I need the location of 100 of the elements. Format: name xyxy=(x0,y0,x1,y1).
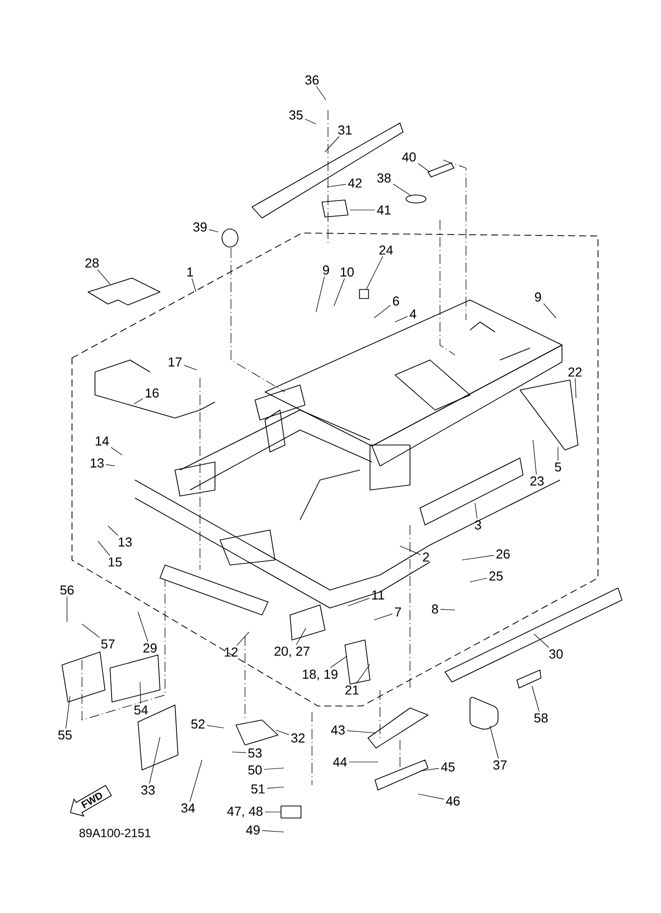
leader-line xyxy=(330,656,348,668)
callout-number: 6 xyxy=(393,296,400,306)
leader-line xyxy=(366,256,384,290)
leader-line xyxy=(418,163,430,172)
leader-line xyxy=(190,760,202,802)
leader-line xyxy=(82,624,100,638)
callout-number: 18, 19 xyxy=(302,670,338,680)
callout-number: 26 xyxy=(496,549,510,559)
leader-line xyxy=(208,229,218,232)
callout-number: 2 xyxy=(423,552,429,562)
callout-number: 52 xyxy=(191,719,205,729)
callout-number: 33 xyxy=(141,785,155,795)
leader-line xyxy=(296,628,306,646)
leader-line xyxy=(134,398,144,404)
callout-number: 47, 48 xyxy=(227,806,262,818)
callout-number: 13 xyxy=(90,458,104,468)
callout-number: 20, 27 xyxy=(274,646,310,658)
leader-line xyxy=(304,118,316,124)
leader-line xyxy=(264,768,284,770)
leader-line xyxy=(418,794,444,800)
callout-number: 57 xyxy=(101,639,115,649)
callout-number: 4 xyxy=(410,310,416,318)
part-number: 89A100-2151 xyxy=(79,828,150,838)
leader-line xyxy=(138,612,148,642)
leader-line xyxy=(110,447,122,456)
callout-number: 41 xyxy=(377,206,391,214)
leader-line xyxy=(324,136,340,152)
callout-number: 58 xyxy=(534,713,548,723)
callout-number: 50 xyxy=(248,765,262,775)
leader-line xyxy=(334,278,345,306)
leader-line xyxy=(316,276,325,312)
leader-line xyxy=(98,540,110,556)
leader-line xyxy=(462,555,494,560)
callout-number: 51 xyxy=(251,784,265,794)
leader-line xyxy=(276,730,290,735)
callout-number: 38 xyxy=(377,173,391,183)
callout-number: 32 xyxy=(291,733,305,743)
leader-line xyxy=(326,184,346,188)
bracket xyxy=(359,289,369,299)
leader-line xyxy=(534,634,550,648)
callout-number: 29 xyxy=(143,643,157,653)
leader-line xyxy=(206,725,224,728)
callout-number: 22 xyxy=(568,367,582,377)
bracket xyxy=(280,806,302,818)
callout-number: 36 xyxy=(305,75,319,85)
callout-number: 45 xyxy=(441,762,455,772)
leader-line xyxy=(532,440,537,475)
leader-line xyxy=(140,682,142,704)
callout-number: 30 xyxy=(549,649,563,659)
callout-number: 11 xyxy=(372,590,384,600)
callout-number: 39 xyxy=(193,222,207,232)
callout-number: 23 xyxy=(530,476,544,486)
leader-line xyxy=(374,304,391,318)
leader-line xyxy=(108,526,118,536)
callout-number: 42 xyxy=(348,178,362,188)
leader-line xyxy=(420,768,440,772)
callout-number: 15 xyxy=(108,557,122,567)
leader-line xyxy=(348,598,370,606)
leader-line xyxy=(149,736,160,784)
callout-number: 49 xyxy=(246,825,260,835)
leader-line xyxy=(106,464,116,466)
callout-number: 17 xyxy=(168,358,182,366)
callout-number: 25 xyxy=(489,571,503,581)
callout-number: 9 xyxy=(535,292,541,302)
leader-line xyxy=(392,184,411,196)
callout-number: 1 xyxy=(187,268,193,276)
callout-number: 53 xyxy=(248,748,262,758)
callout-number: 13 xyxy=(118,537,132,547)
leader-line xyxy=(400,546,421,555)
leader-line xyxy=(66,696,70,729)
callout-number: 21 xyxy=(345,685,359,695)
callout-number: 16 xyxy=(146,388,159,398)
leader-line xyxy=(574,378,576,398)
callout-number: 24 xyxy=(379,245,393,255)
callout-number: 43 xyxy=(331,725,345,735)
callout-number: 55 xyxy=(58,730,72,740)
callout-number: 8 xyxy=(432,604,438,614)
callout-number: 10 xyxy=(340,267,354,277)
leader-line xyxy=(316,86,326,100)
callout-number: 37 xyxy=(493,760,507,770)
washer xyxy=(406,194,426,204)
leader-line xyxy=(374,614,393,620)
callout-number: 14 xyxy=(96,436,109,446)
leader-line xyxy=(532,686,540,712)
leader-line xyxy=(440,608,456,610)
callout-number: 40 xyxy=(402,152,416,162)
leader-line xyxy=(262,830,284,832)
leader-line xyxy=(470,578,488,582)
leader-line xyxy=(490,726,499,759)
callout-number: 12 xyxy=(224,647,238,657)
leader-line xyxy=(97,269,110,284)
leader-line xyxy=(394,316,408,322)
leader-line xyxy=(66,596,68,622)
callout-number: 9 xyxy=(323,265,329,275)
callout-number: 5 xyxy=(554,462,562,472)
leader-line xyxy=(346,730,376,734)
leader-line xyxy=(184,365,198,370)
leader-line xyxy=(474,502,478,519)
leader-line xyxy=(232,752,246,753)
leader-line xyxy=(192,278,196,292)
